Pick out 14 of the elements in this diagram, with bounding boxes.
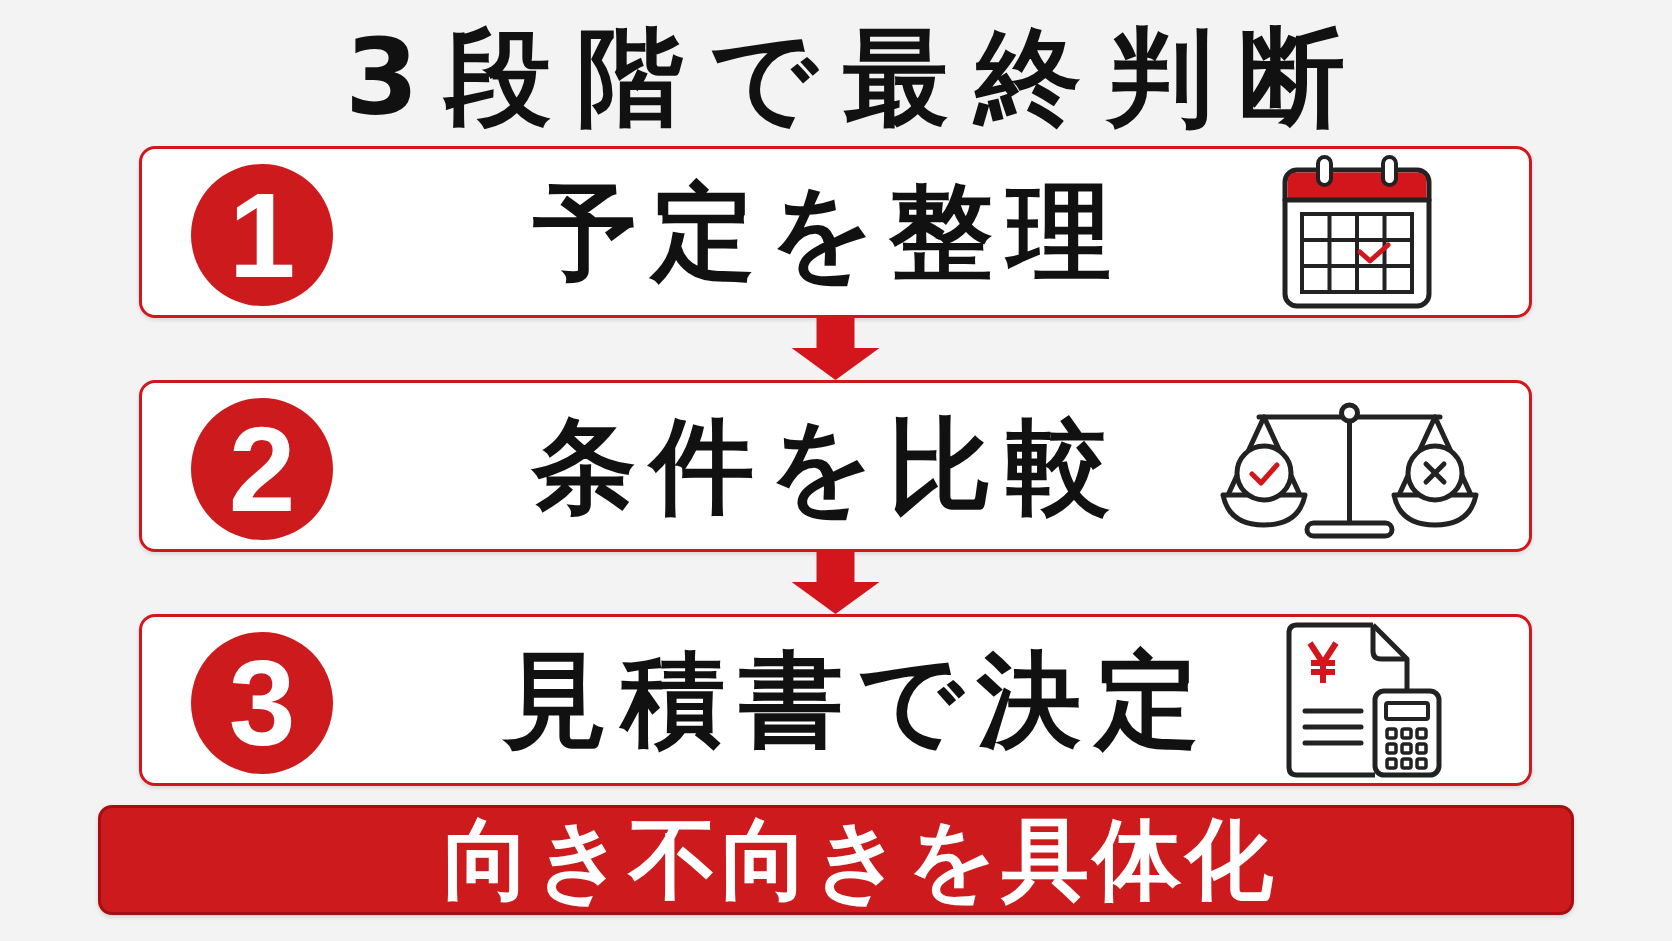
step-card xyxy=(139,614,1532,786)
down-arrow xyxy=(791,552,880,614)
step-title: 条件を比較 xyxy=(530,408,1124,524)
step-title: 見積書で決定 xyxy=(501,642,1213,758)
step-title: 予定を整理 xyxy=(532,174,1125,290)
step-card xyxy=(139,146,1532,318)
step-number: 1 xyxy=(228,175,296,295)
step-number: 3 xyxy=(228,643,296,763)
banner-text: 向き不向きを具体化 xyxy=(442,811,1277,909)
step-number: 2 xyxy=(228,409,296,529)
step-card xyxy=(139,380,1532,552)
down-arrow xyxy=(791,318,880,380)
summary-banner xyxy=(98,805,1574,915)
title: 3段階で最終判断 xyxy=(344,19,1371,137)
